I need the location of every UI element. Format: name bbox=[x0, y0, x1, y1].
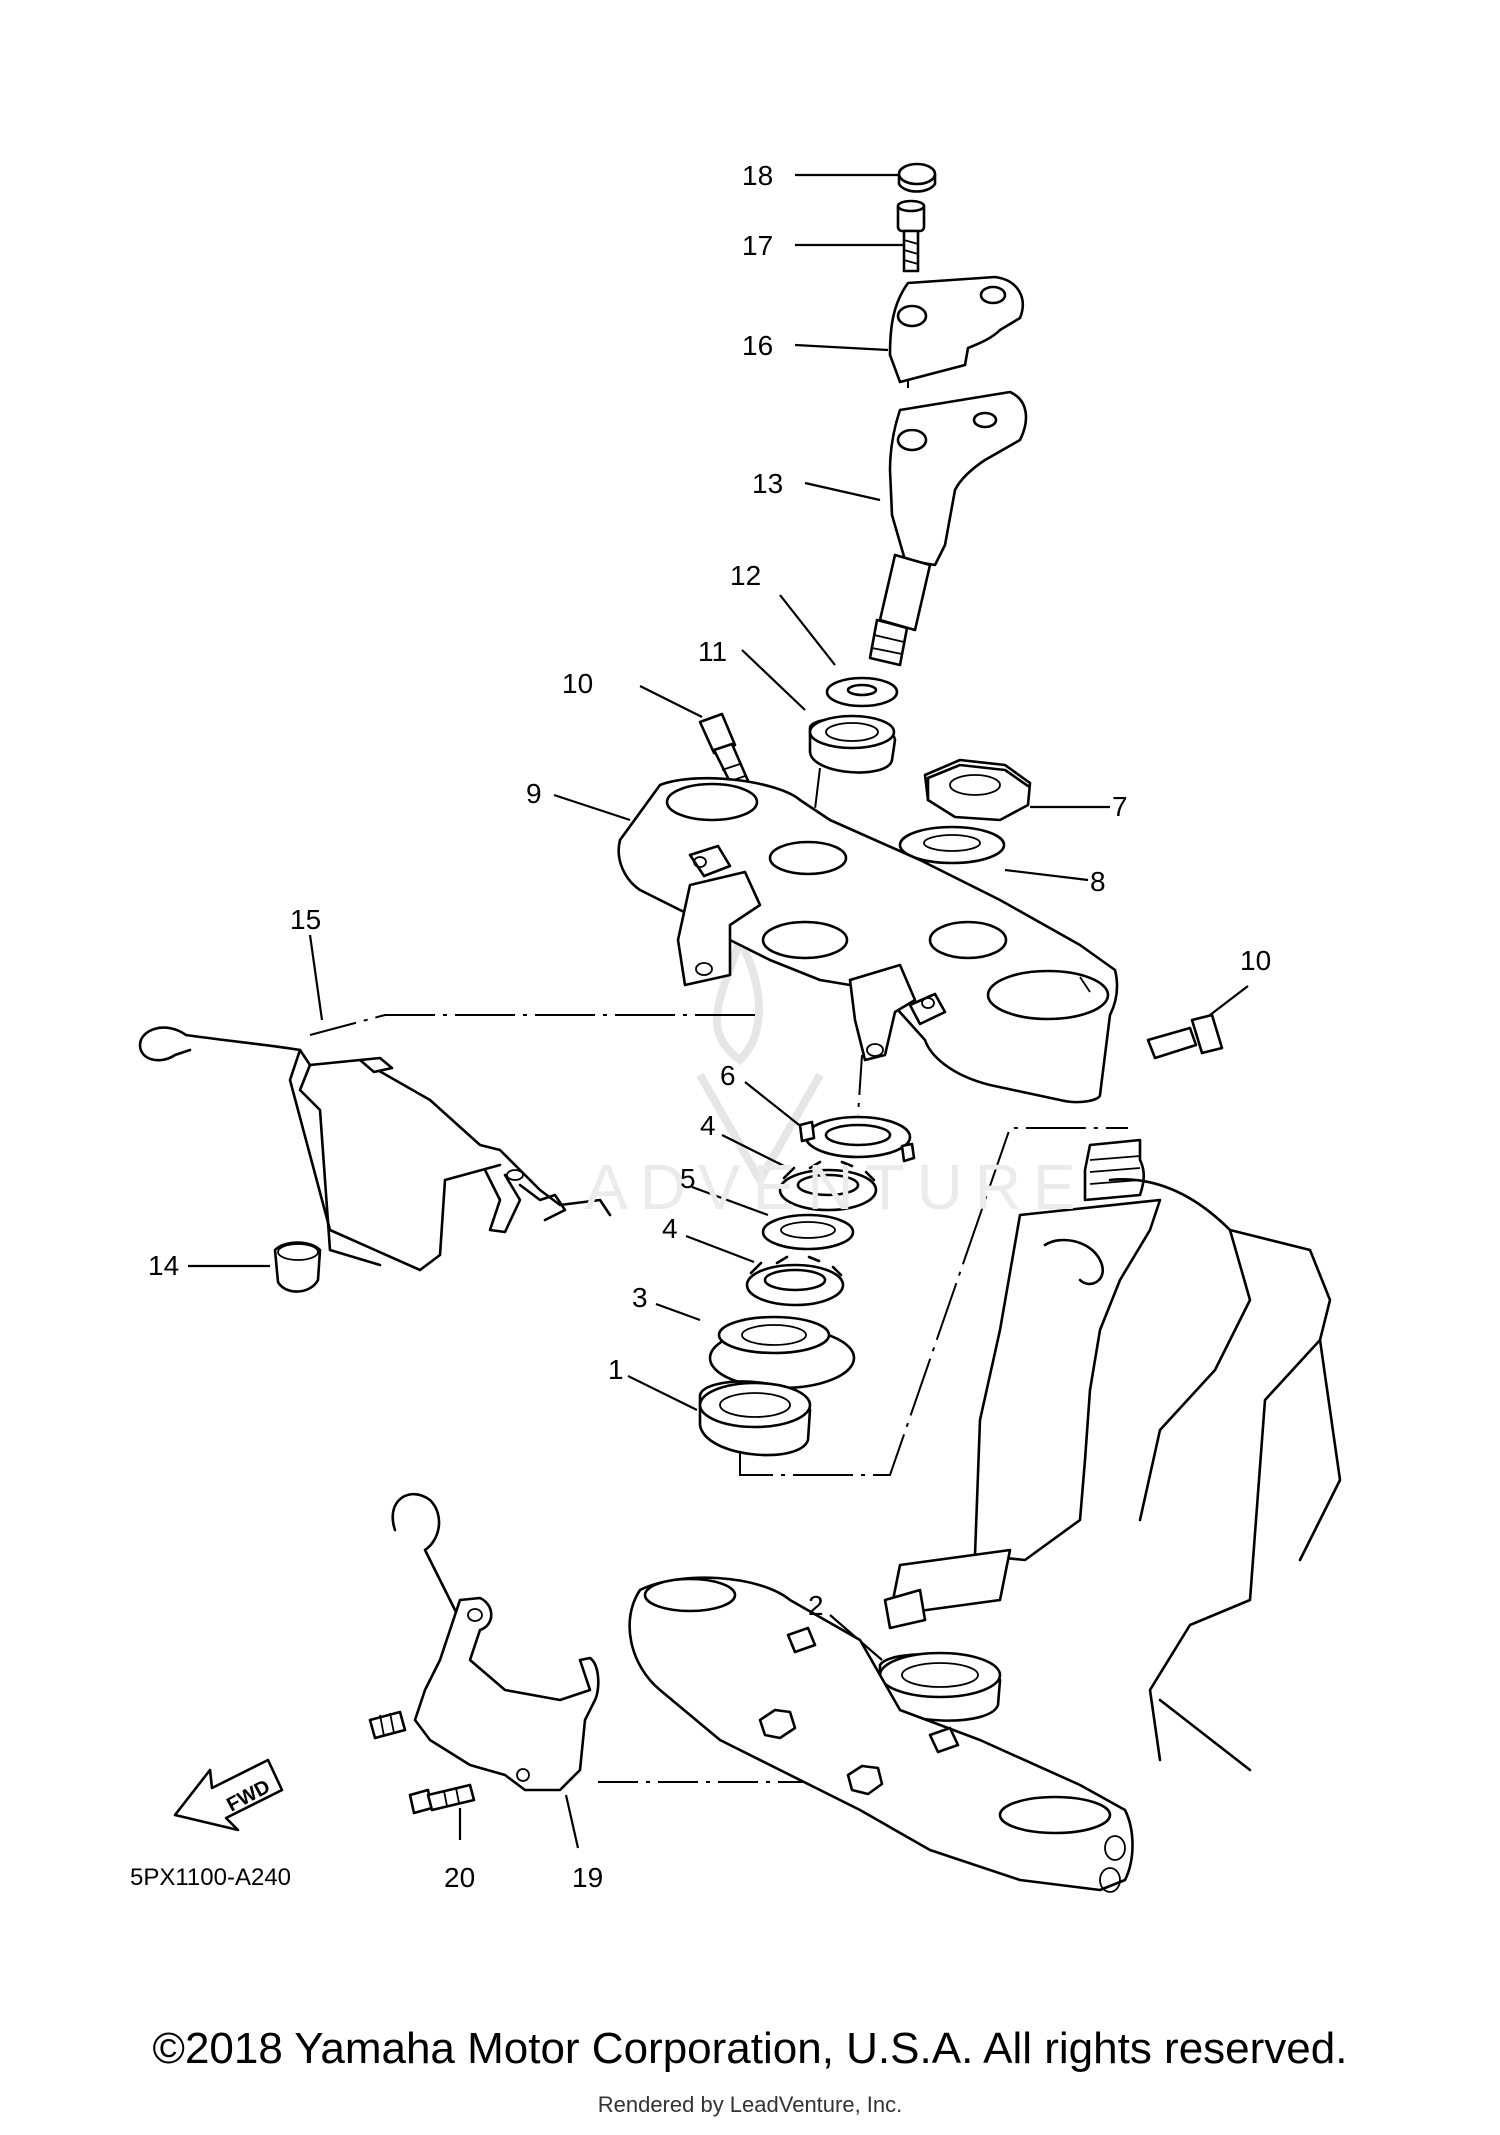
part-12-washer bbox=[825, 676, 899, 708]
copyright-notice: ©2018 Yamaha Motor Corporation, U.S.A. A… bbox=[152, 2024, 1348, 2073]
part-20-bolt bbox=[408, 1783, 476, 1815]
part-8-washer bbox=[898, 825, 1006, 865]
leader-lines bbox=[188, 173, 1249, 1849]
lower-bracket bbox=[628, 1576, 1134, 1893]
callout-7: 7 bbox=[1112, 791, 1128, 822]
callout-4-lower: 4 bbox=[662, 1213, 678, 1244]
callout-16: 16 bbox=[742, 330, 774, 361]
part-5-washer bbox=[761, 1213, 855, 1251]
callout-6: 6 bbox=[720, 1060, 736, 1091]
callout-9: 9 bbox=[526, 778, 542, 809]
callout-17: 17 bbox=[742, 230, 774, 261]
watermark-logo bbox=[696, 929, 824, 1189]
part-3-bearing-race bbox=[708, 1315, 856, 1390]
callout-12: 12 bbox=[730, 560, 762, 591]
part-16-clamp bbox=[888, 275, 1025, 384]
part-10-bolt-right bbox=[1146, 1013, 1224, 1060]
callout-8: 8 bbox=[1090, 866, 1106, 897]
fwd-arrow-icon bbox=[173, 1758, 284, 1832]
callout-18: 18 bbox=[742, 160, 774, 191]
part-15-wire-bracket bbox=[138, 1026, 612, 1272]
callout-20: 20 bbox=[444, 1862, 476, 1893]
part-18-cap bbox=[897, 162, 937, 193]
part-9-upper-bracket bbox=[617, 776, 1119, 1104]
watermark-text: ADVENTURE bbox=[585, 1151, 1088, 1223]
callout-15: 15 bbox=[290, 904, 322, 935]
diagram-code: 5PX1100-A240 bbox=[130, 1864, 292, 1891]
callout-2: 2 bbox=[808, 1590, 824, 1621]
part-7-nut bbox=[923, 758, 1032, 822]
part-6-lock-washer bbox=[798, 1115, 916, 1163]
part-4-ring-nut-upper bbox=[778, 1160, 878, 1212]
part-13-handlebar bbox=[868, 390, 1028, 667]
callout-1: 1 bbox=[608, 1354, 624, 1385]
steering-stem bbox=[883, 1138, 1342, 1772]
callout-5: 5 bbox=[680, 1163, 696, 1194]
part-11-seal bbox=[808, 714, 897, 774]
callout-14: 14 bbox=[148, 1250, 180, 1281]
rendered-by-notice: Rendered by LeadVenture, Inc. bbox=[597, 2092, 903, 2117]
callout-19: 19 bbox=[572, 1862, 604, 1893]
callout-13: 13 bbox=[752, 468, 784, 499]
part-14-nut bbox=[273, 1241, 322, 1293]
callout-11: 11 bbox=[698, 636, 728, 667]
callout-10-right: 10 bbox=[1240, 945, 1272, 976]
callout-3: 3 bbox=[632, 1282, 648, 1313]
part-4-ring-nut-lower bbox=[745, 1255, 845, 1307]
callout-10-upper: 10 bbox=[562, 668, 594, 699]
part-1-bearing bbox=[698, 1380, 812, 1457]
part-19-bracket bbox=[368, 1492, 600, 1792]
callout-4-upper: 4 bbox=[700, 1110, 716, 1141]
part-17-bolt bbox=[896, 199, 926, 273]
